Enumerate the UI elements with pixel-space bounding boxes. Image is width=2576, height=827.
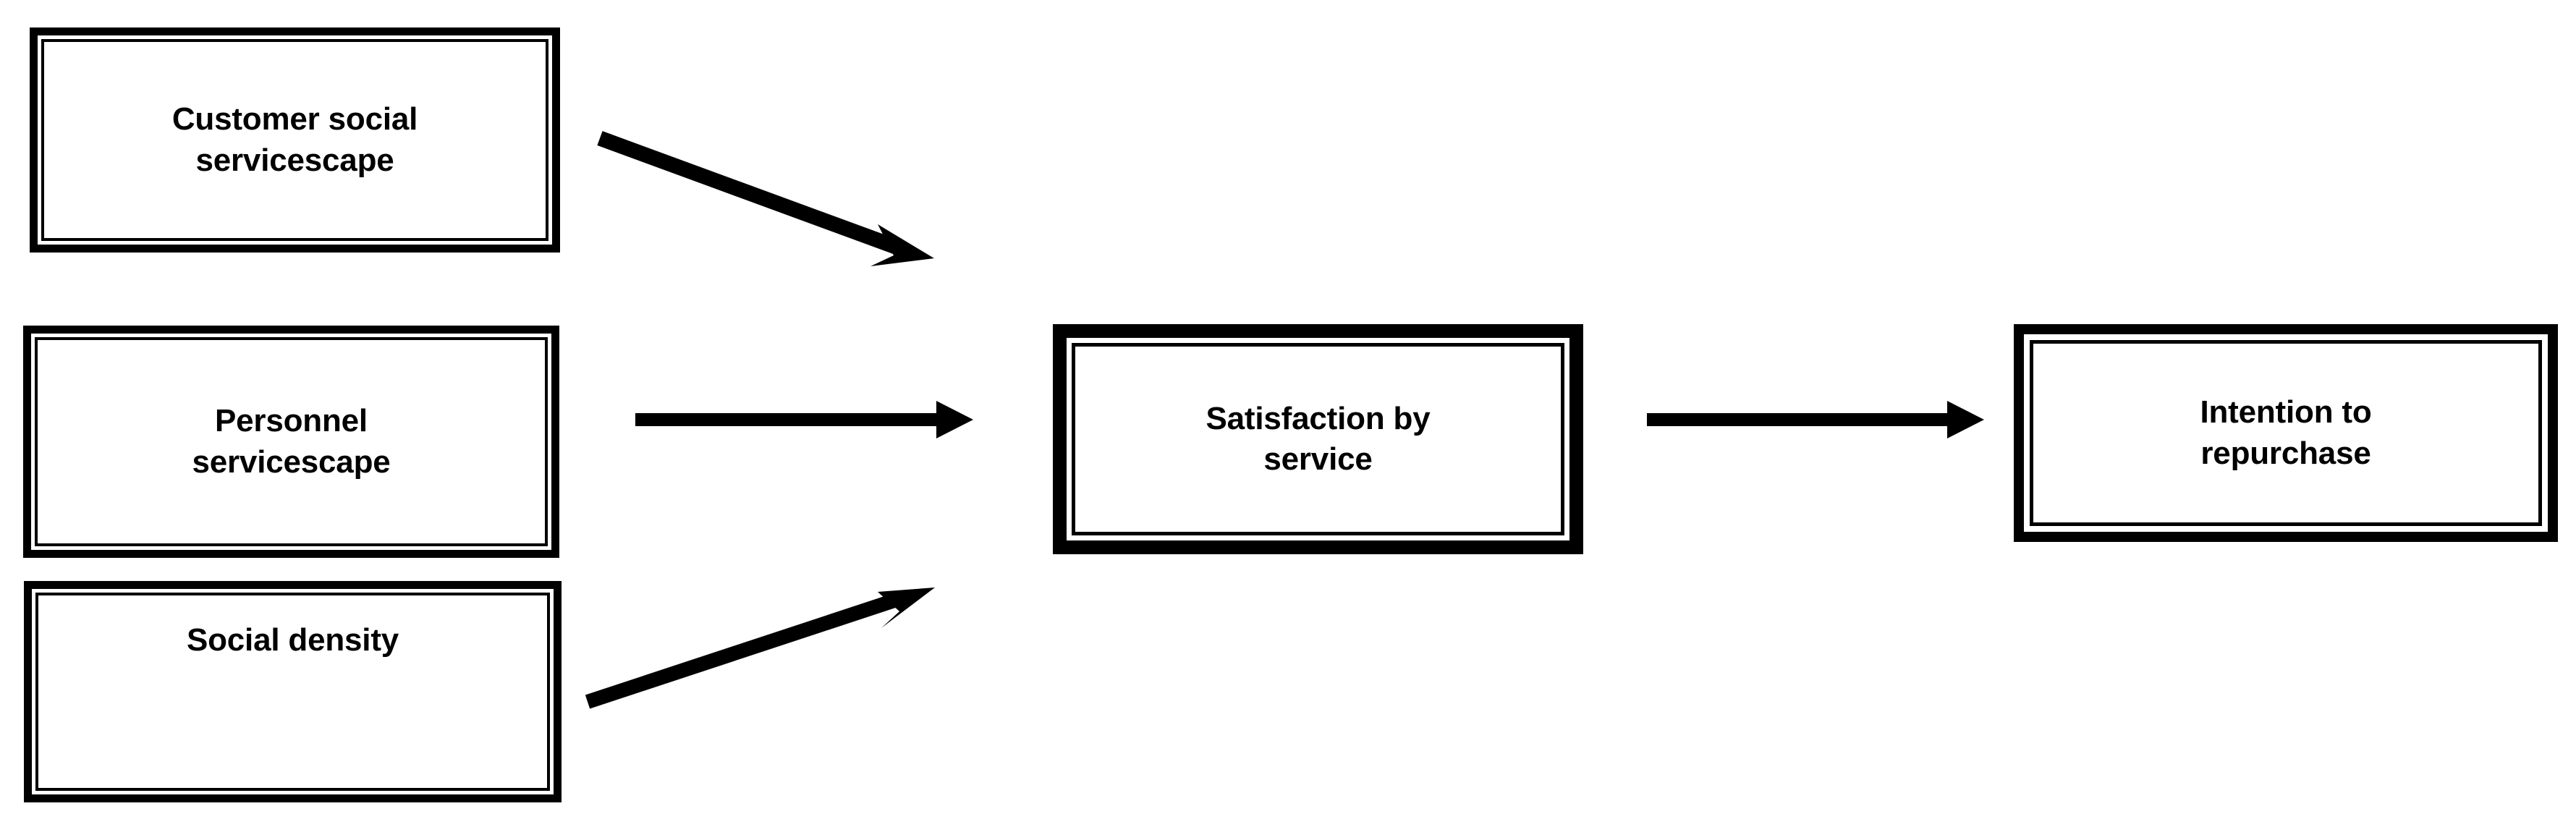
node-label-customer-social-servicescape: Customer social servicescape (171, 101, 418, 178)
edge-satisfaction-to-intention-arrow (1647, 401, 1984, 438)
node-inner-frame: Satisfaction by service (1072, 343, 1564, 535)
node-personnel-servicescape[interactable]: Personnel servicescape (23, 326, 559, 558)
node-intention-to-repurchase[interactable]: Intention to repurchase (2014, 324, 2558, 542)
edge-customer-to-satisfaction-arrow (597, 131, 934, 266)
node-inner-frame: Intention to repurchase (2030, 340, 2542, 526)
node-label-social-density: Social density (186, 622, 399, 658)
node-inner-frame: Social density (35, 593, 550, 791)
node-label-intention-to-repurchase: Intention to repurchase (2200, 394, 2372, 471)
node-satisfaction-by-service[interactable]: Satisfaction by service (1053, 324, 1583, 554)
edge-density-to-satisfaction-arrow (585, 588, 935, 709)
edge-personnel-to-satisfaction-arrow (635, 401, 973, 438)
node-inner-frame: Personnel servicescape (35, 337, 548, 546)
node-label-personnel-servicescape: Personnel servicescape (192, 403, 391, 480)
node-inner-frame: Customer social servicescape (41, 39, 548, 241)
node-label-satisfaction-by-service: Satisfaction by service (1206, 400, 1431, 477)
node-social-density[interactable]: Social density (24, 581, 562, 802)
node-customer-social-servicescape[interactable]: Customer social servicescape (30, 27, 560, 253)
